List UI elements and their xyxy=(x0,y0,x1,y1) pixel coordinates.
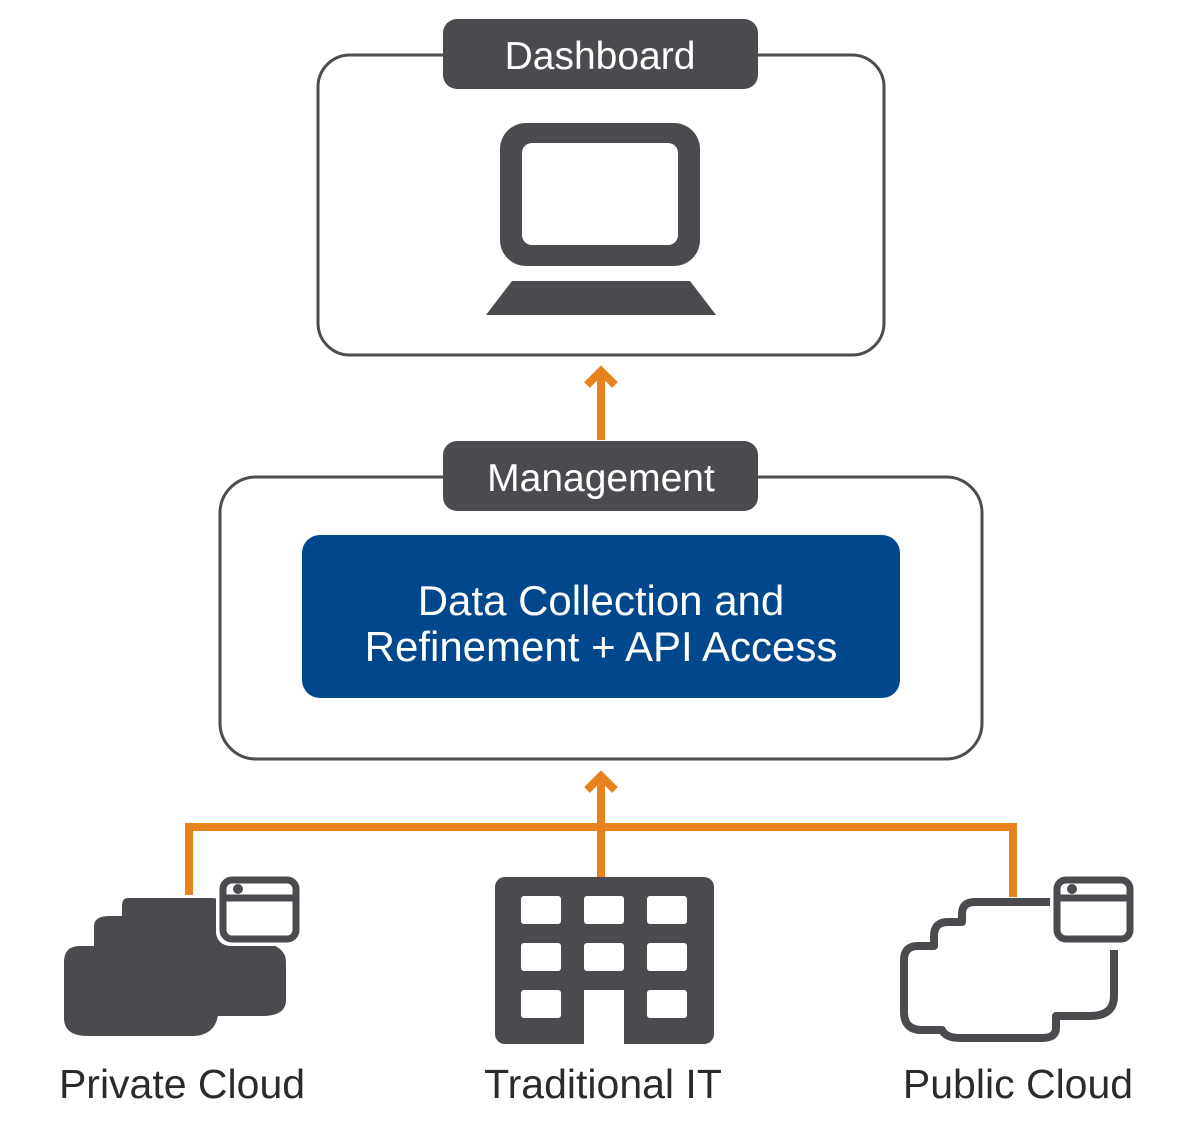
data-collection-box xyxy=(302,535,900,698)
dashboard-panel: Dashboard xyxy=(316,19,886,357)
source-connectors xyxy=(185,770,1017,897)
management-panel: Management Data Collection and Refinemen… xyxy=(218,441,984,761)
traditional-it-label: Traditional IT xyxy=(484,1061,722,1107)
data-collection-line-1: Data Collection and xyxy=(418,577,785,624)
management-tab xyxy=(443,441,758,511)
laptop-icon xyxy=(486,123,716,315)
private-cloud-window-icon xyxy=(216,874,302,946)
private-cloud-icon xyxy=(64,874,302,1036)
public-cloud-label: Public Cloud xyxy=(903,1061,1133,1107)
private-cloud-label: Private Cloud xyxy=(59,1061,305,1107)
building-icon xyxy=(495,877,714,1046)
arrow-management-to-dashboard xyxy=(584,365,618,440)
public-cloud-window-icon xyxy=(1050,874,1136,946)
management-label: Management xyxy=(487,457,715,500)
dashboard-tab xyxy=(443,19,758,89)
data-collection-line-2: Refinement + API Access xyxy=(365,623,838,670)
public-cloud-icon xyxy=(900,874,1136,1042)
dashboard-label: Dashboard xyxy=(505,35,696,78)
